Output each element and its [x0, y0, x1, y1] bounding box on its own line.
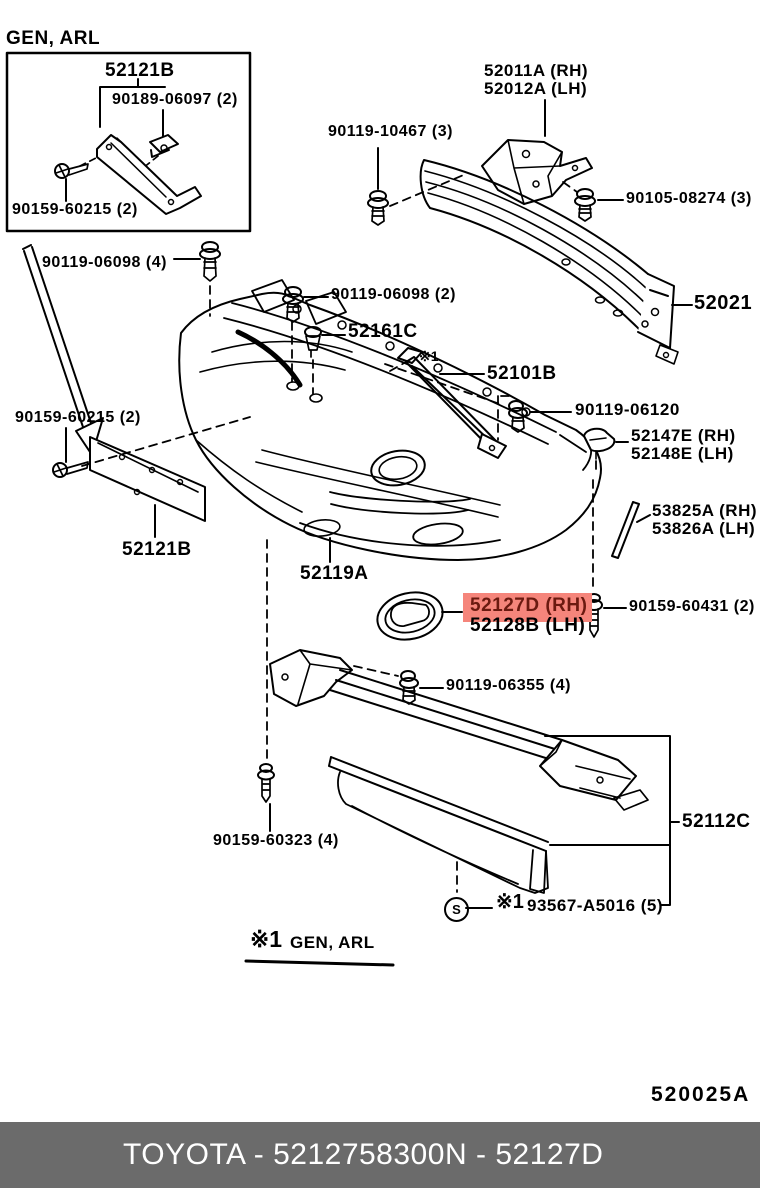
part-label-90159-60215-2: 90159-60215 (2): [15, 409, 141, 426]
diagram-code: 520025A: [651, 1083, 751, 1106]
part-label-90189-06097: 90189-06097 (2): [112, 91, 238, 108]
part-label-52012a: 52012A (LH): [484, 79, 588, 98]
header-variant-note: GEN, ARL: [6, 28, 101, 49]
inset-box-drawing: [5, 51, 252, 233]
part-label-90159-60323: 90159-60323 (4): [213, 832, 339, 849]
footer-part-code: N - 52127D: [445, 1138, 604, 1171]
part-label-52112c: 52112C: [682, 811, 751, 832]
part-label-93567-a5016: 93567-A5016 (5): [527, 896, 664, 915]
part-label-53826a: 53826A (LH): [652, 519, 756, 538]
part-label-52101b: 52101B: [487, 363, 557, 384]
part-label-90105-08274: 90105-08274 (3): [626, 190, 752, 207]
part-label-52147e: 52147E (RH): [631, 426, 736, 445]
lower-deflector-drawing: [269, 649, 649, 811]
standard-part-mark: S: [444, 897, 469, 922]
part-label-90159-60431: 90159-60431 (2): [629, 598, 755, 615]
fog-hole-cover-drawing: [376, 591, 444, 641]
part-label-52011a: 52011A (RH): [484, 61, 589, 80]
bumper-reinforcement-drawing: [419, 159, 679, 365]
part-label-90119-06355: 90119-06355 (4): [446, 677, 571, 694]
assembly-dashed-lines: [81, 173, 597, 893]
part-label-52161c: 52161C: [348, 321, 418, 342]
footnote-note: GEN, ARL: [290, 933, 375, 952]
lower-valance-panel-drawing: [328, 756, 549, 894]
part-label-52021: 52021: [694, 292, 753, 314]
part-label-90159-60215-inset: 90159-60215 (2): [12, 201, 138, 218]
footnote-marker-hardware: ※1: [496, 891, 524, 913]
part-label-52127d-highlighted: 52127D (RH): [470, 595, 588, 616]
side-clip-drawing: [583, 427, 616, 460]
footnote-marker: ※1: [250, 926, 283, 952]
license-plate-bracket-drawing: [89, 436, 206, 522]
footer-bar: TOYOTA - 5212758300 N - 52127D: [0, 1122, 760, 1188]
part-label-90119-06120: 90119-06120: [575, 400, 680, 419]
part-label-90119-06098-2: 90119-06098 (2): [331, 286, 456, 303]
highlight-selected-part: [463, 593, 592, 622]
part-label-52121b: 52121B: [122, 539, 192, 560]
leader-lines: [65, 99, 693, 967]
part-label-52119a: 52119A: [300, 563, 369, 584]
bumper-upper-bracket-drawing: [397, 347, 507, 459]
part-label-52128b: 52128B (LH): [470, 615, 586, 636]
fasteners-drawing: [52, 188, 603, 803]
footnote-marker-inline: ※1: [419, 348, 439, 364]
part-label-90119-06098-4: 90119-06098 (4): [42, 254, 167, 271]
side-protector-strip-drawing: [611, 501, 640, 559]
part-label-90119-10467: 90119-10467 (3): [328, 123, 453, 140]
footer-part-number: TOYOTA - 5212758300: [123, 1138, 445, 1171]
part-label-53825a: 53825A (RH): [652, 501, 758, 520]
bumper-mounting-bracket-drawing: [481, 139, 593, 205]
part-label-52148e: 52148E (LH): [631, 444, 734, 463]
part-label-52121b-inset: 52121B: [105, 60, 175, 81]
